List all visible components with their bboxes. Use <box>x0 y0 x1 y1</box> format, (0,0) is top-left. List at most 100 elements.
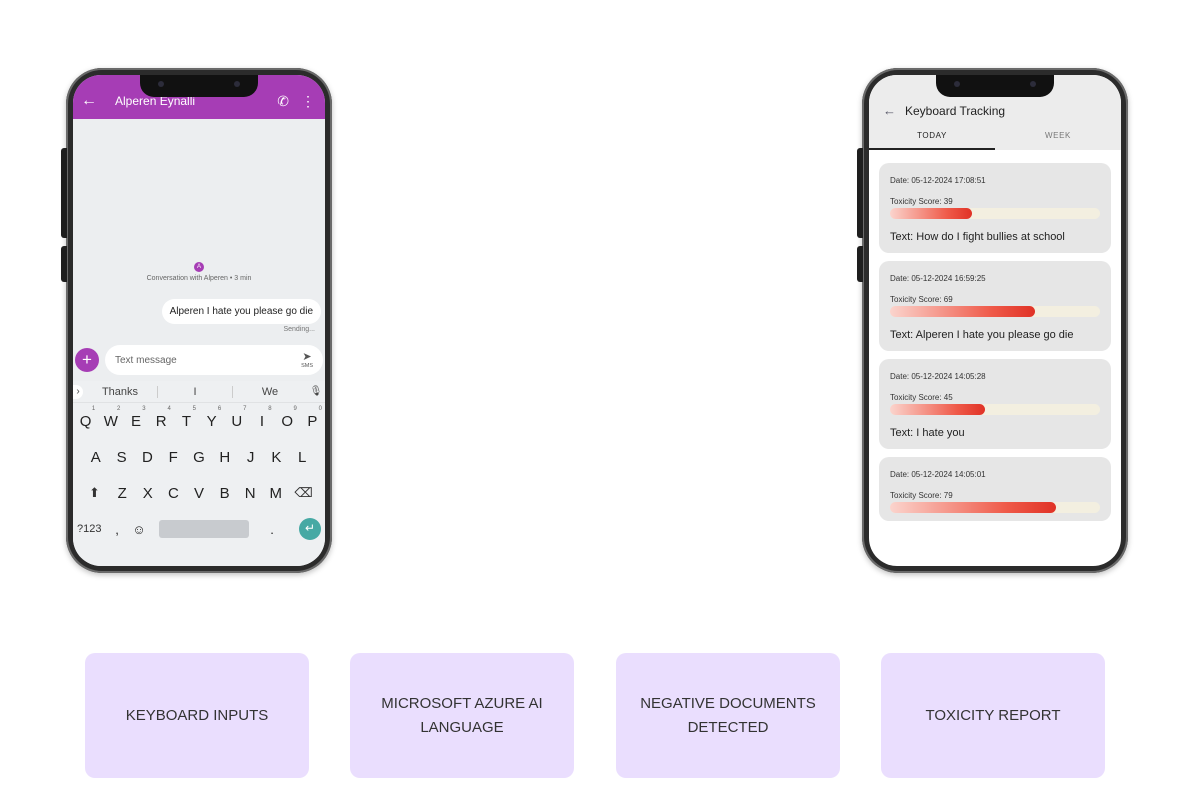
message-bubble[interactable]: Alperen I hate you please go die <box>161 299 321 324</box>
suggestion-strip: › Thanks I We 🎙 <box>73 381 325 403</box>
key-g[interactable]: G <box>186 449 212 466</box>
conversation-info: A Conversation with Alperen • 3 min <box>73 262 325 282</box>
key-label: B <box>219 484 230 502</box>
key-hint: 9 <box>293 405 297 412</box>
key-label: K <box>271 448 282 466</box>
key-x[interactable]: X <box>135 485 161 502</box>
suggestion-item[interactable]: Thanks <box>101 385 139 398</box>
tab-today[interactable]: TODAY <box>869 128 995 150</box>
shift-key-icon[interactable]: ⬆ <box>88 485 100 500</box>
key-hint: 7 <box>243 405 247 412</box>
key-c[interactable]: C <box>161 485 187 502</box>
pipeline-step-negative-documents: NEGATIVE DOCUMENTS DETECTED <box>616 653 840 778</box>
entry-toxicity-score: Toxicity Score: 39 <box>890 197 953 206</box>
toxicity-score-bar-fill <box>890 404 985 415</box>
page-title: Keyboard Tracking <box>905 103 1006 118</box>
toxicity-score-bar <box>890 404 1100 415</box>
enter-key-icon[interactable]: ↵ <box>299 518 321 540</box>
arrow-left-icon[interactable]: ← <box>81 92 97 109</box>
contact-name: Alperen Eynalli <box>115 94 196 108</box>
key-v[interactable]: V <box>186 485 212 502</box>
entry-text: Text: Alperen I hate you please go die <box>890 329 1074 341</box>
message-status: Sending... <box>283 326 315 333</box>
key-b[interactable]: B <box>212 485 238 502</box>
key-z[interactable]: Z <box>109 485 135 502</box>
tab-week[interactable]: WEEK <box>1045 131 1071 140</box>
key-m[interactable]: M <box>263 485 289 502</box>
backspace-key-icon[interactable]: ⌫ <box>294 485 313 500</box>
more-vert-icon[interactable]: ⋮ <box>301 92 315 109</box>
tab-bar: TODAY WEEK <box>869 128 1121 150</box>
key-label: O <box>281 412 294 430</box>
key-f[interactable]: F <box>160 449 186 466</box>
space-bar[interactable] <box>159 520 249 538</box>
key-label: S <box>116 448 127 466</box>
arrow-left-icon[interactable]: ← <box>883 103 896 118</box>
entry-date: Date: 05-12-2024 14:05:28 <box>890 372 986 381</box>
text-message-input[interactable]: Text message ➤ SMS <box>105 345 323 375</box>
key-s[interactable]: S <box>109 449 135 466</box>
key-hint: 0 <box>318 405 323 412</box>
key-label: V <box>193 484 204 502</box>
key-l[interactable]: L <box>289 449 315 466</box>
comma-key[interactable]: , <box>115 521 119 537</box>
key-hint: 2 <box>117 405 121 412</box>
camera-notch <box>936 75 1054 97</box>
key-label: X <box>142 484 153 502</box>
toxicity-score-bar <box>890 306 1100 317</box>
key-n[interactable]: N <box>237 485 263 502</box>
key-label: G <box>193 448 205 466</box>
key-label: M <box>269 484 283 502</box>
phone-side-button <box>857 246 863 282</box>
chevron-right-icon[interactable]: › <box>73 384 83 399</box>
suggestion-divider <box>232 385 233 398</box>
tracking-screen: ← Keyboard Tracking TODAY WEEK Date: 05-… <box>869 75 1121 566</box>
toxicity-score-bar-fill <box>890 502 1056 513</box>
key-label: Q <box>79 412 92 430</box>
phone-icon[interactable]: ✆ <box>277 92 289 109</box>
key-hint: 5 <box>192 405 196 412</box>
pipeline-step-keyboard-inputs: KEYBOARD INPUTS <box>85 653 309 778</box>
text-message-placeholder: Text message <box>115 354 177 366</box>
entry-text: Text: I hate you <box>890 427 965 439</box>
key-h[interactable]: H <box>212 449 238 466</box>
key-label: U <box>231 412 243 430</box>
period-key[interactable]: . <box>270 521 274 537</box>
tracking-title-row: ← Keyboard Tracking <box>883 103 1005 118</box>
suggestion-item[interactable]: We <box>261 385 279 398</box>
symbols-key[interactable]: ?123 <box>77 523 102 535</box>
send-sms-label: SMS <box>301 362 313 369</box>
key-d[interactable]: D <box>135 449 161 466</box>
key-hint: 1 <box>91 405 96 412</box>
key-a[interactable]: A <box>83 449 109 466</box>
tracking-phone: ← Keyboard Tracking TODAY WEEK Date: 05-… <box>857 68 1128 573</box>
send-icon: ➤ <box>302 350 312 363</box>
send-sms-button[interactable]: ➤ SMS <box>301 350 313 369</box>
microphone-icon[interactable]: 🎙 <box>309 386 323 397</box>
key-k[interactable]: K <box>263 449 289 466</box>
key-label: L <box>298 448 307 466</box>
add-attachment-button[interactable]: + <box>75 348 99 372</box>
emoji-icon[interactable]: ☺ <box>132 521 146 537</box>
pipeline-step-toxicity-report: TOXICITY REPORT <box>881 653 1105 778</box>
key-label: A <box>90 448 101 466</box>
key-j[interactable]: J <box>238 449 264 466</box>
suggestion-item[interactable]: I <box>193 385 197 398</box>
key-label: E <box>130 412 141 430</box>
